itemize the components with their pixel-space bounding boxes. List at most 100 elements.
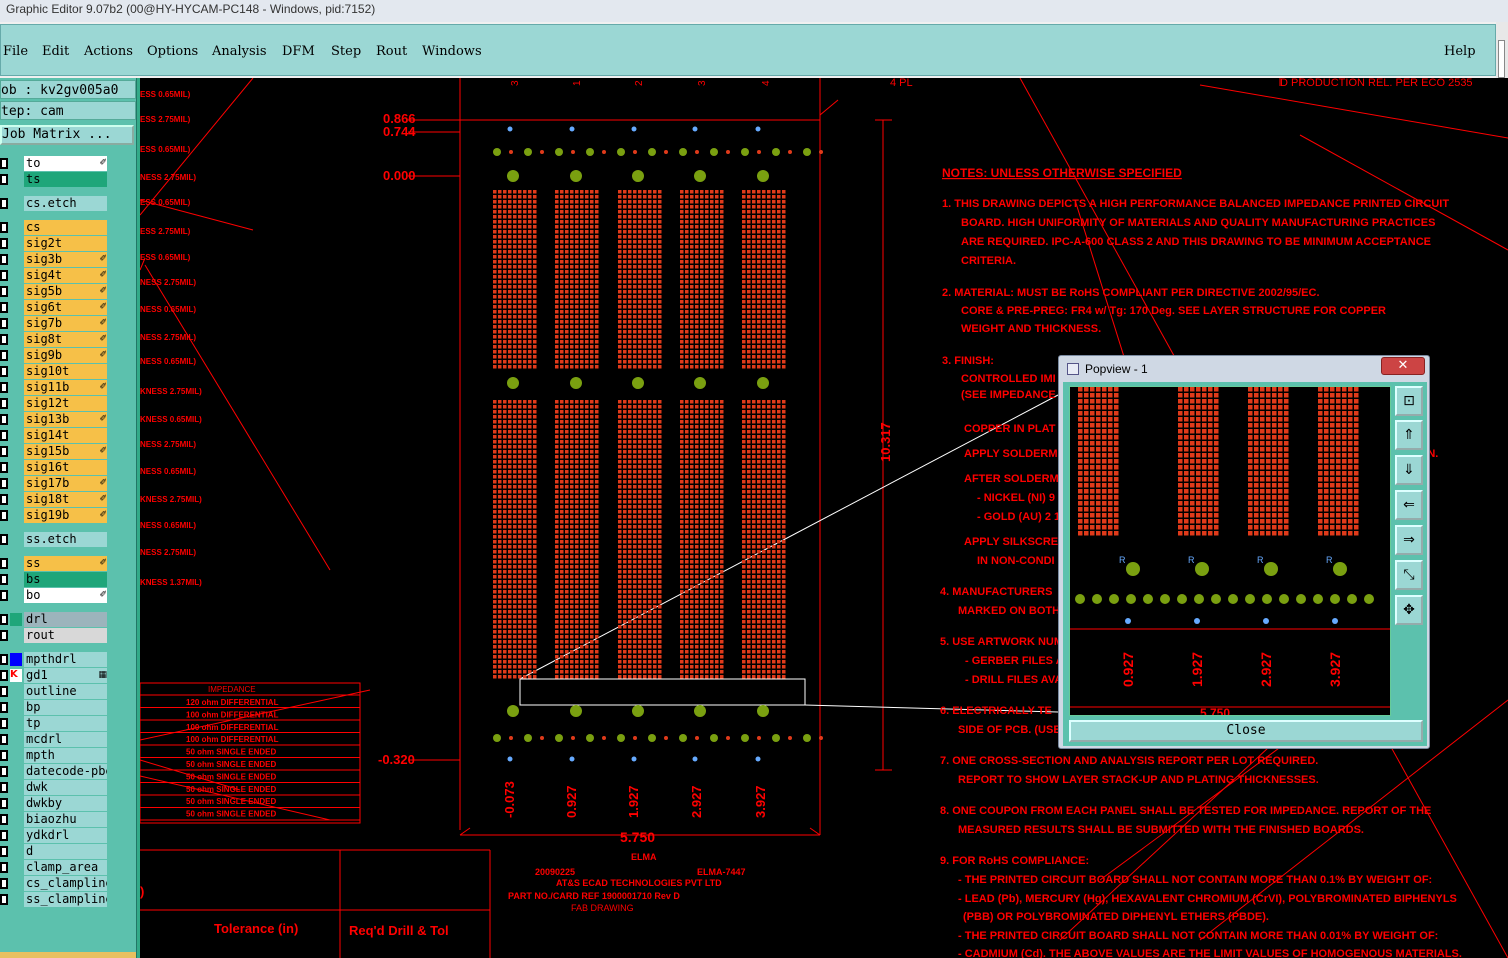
layer-checkbox[interactable] (0, 430, 8, 441)
layer-row-d[interactable]: d (0, 844, 110, 859)
layer-checkbox[interactable] (0, 254, 8, 265)
edit-pencil-icon[interactable]: ✐ (99, 254, 107, 264)
layer-row-to[interactable]: to✐ (0, 156, 110, 171)
layer-row-sig2t[interactable]: sig2t (0, 236, 110, 251)
layer-row-sig17b[interactable]: sig17b✐ (0, 476, 110, 491)
menu-file[interactable]: File (3, 44, 29, 59)
layer-name[interactable]: tp (24, 716, 107, 731)
layer-checkbox[interactable] (0, 750, 8, 761)
layer-checkbox[interactable] (0, 846, 8, 857)
layer-row-cs[interactable]: cs (0, 220, 110, 235)
layer-name[interactable]: sig17b (24, 476, 107, 491)
edit-pencil-icon[interactable]: ✐ (99, 478, 107, 488)
layer-name[interactable]: drl (24, 612, 107, 627)
layer-checkbox[interactable] (0, 798, 8, 809)
layer-name[interactable]: sig18t (24, 492, 107, 507)
menu-analysis[interactable]: Analysis (212, 44, 267, 59)
edit-pencil-icon[interactable]: ✐ (99, 382, 107, 392)
layer-name[interactable]: mcdrl (24, 732, 107, 747)
layer-name[interactable]: sig4t (24, 268, 107, 283)
menu-actions[interactable]: Actions (84, 44, 133, 59)
layer-row-dwk[interactable]: dwk (0, 780, 110, 795)
edit-pencil-icon[interactable]: ✐ (99, 494, 107, 504)
layer-row-mcdrl[interactable]: mcdrl (0, 732, 110, 747)
layer-name[interactable]: cs_clampline (24, 876, 107, 891)
layer-checkbox[interactable] (0, 158, 8, 169)
layer-name[interactable]: sig9b (24, 348, 107, 363)
layer-checkbox[interactable] (0, 382, 8, 393)
layer-name[interactable]: sig5b (24, 284, 107, 299)
layer-row-mpth[interactable]: mpth (0, 748, 110, 763)
edit-pencil-icon[interactable]: ✐ (99, 286, 107, 296)
edit-pencil-icon[interactable]: ✐ (99, 302, 107, 312)
layer-checkbox[interactable] (0, 814, 8, 825)
layer-row-rout[interactable]: rout (0, 628, 110, 643)
layer-name[interactable]: mpthdrl (24, 652, 107, 667)
window-edge-handle[interactable] (1498, 40, 1505, 78)
layer-checkbox[interactable] (0, 334, 8, 345)
layer-name[interactable]: sig19b (24, 508, 107, 523)
layer-checkbox[interactable] (0, 878, 8, 889)
layer-name[interactable]: ydkdrl (24, 828, 107, 843)
layer-name[interactable]: dwkby (24, 796, 107, 811)
layer-checkbox[interactable] (0, 630, 8, 641)
layer-row-sig19b[interactable]: sig19b✐ (0, 508, 110, 523)
menu-options[interactable]: Options (147, 44, 199, 59)
edit-pencil-icon[interactable]: ✐ (99, 446, 107, 456)
layer-checkbox[interactable] (0, 686, 8, 697)
layer-checkbox[interactable] (0, 830, 8, 841)
layer-checkbox[interactable] (0, 478, 8, 489)
layer-row-ss-etch[interactable]: ss.etch (0, 532, 110, 547)
layer-name[interactable]: ss_clampline (24, 892, 107, 907)
layer-checkbox[interactable] (0, 446, 8, 457)
layer-row-ts[interactable]: ts (0, 172, 110, 187)
layer-checkbox[interactable] (0, 534, 8, 545)
edit-pencil-icon[interactable]: ✐ (99, 590, 107, 600)
layer-row-sig13b[interactable]: sig13b✐ (0, 412, 110, 427)
layer-checkbox[interactable] (0, 574, 8, 585)
menu-step[interactable]: Step (331, 44, 362, 59)
layer-name[interactable]: sig16t (24, 460, 107, 475)
layer-row-sig4t[interactable]: sig4t✐ (0, 268, 110, 283)
layer-row-ss[interactable]: ss✐ (0, 556, 110, 571)
layer-checkbox[interactable] (0, 238, 8, 249)
layer-row-sig3b[interactable]: sig3b✐ (0, 252, 110, 267)
layer-checkbox[interactable] (0, 702, 8, 713)
layer-checkbox[interactable] (0, 734, 8, 745)
job-matrix-button[interactable]: Job Matrix ... (0, 125, 134, 145)
layer-row-sig9b[interactable]: sig9b✐ (0, 348, 110, 363)
layer-row-sig6t[interactable]: sig6t✐ (0, 300, 110, 315)
layer-name[interactable]: to (24, 156, 107, 171)
edit-pencil-icon[interactable]: ✐ (99, 334, 107, 344)
layer-name[interactable]: gd1 (24, 668, 107, 683)
layer-row-drl[interactable]: drl (0, 612, 110, 627)
menu-dfm[interactable]: DFM (282, 44, 315, 59)
edit-pencil-icon[interactable]: ✐ (99, 158, 107, 168)
layer-row-tp[interactable]: tp (0, 716, 110, 731)
grid-icon[interactable]: ▦ (98, 670, 107, 680)
layer-row-bo[interactable]: bo✐ (0, 588, 110, 603)
layer-name[interactable]: d (24, 844, 107, 859)
layer-checkbox[interactable] (0, 270, 8, 281)
layer-checkbox[interactable] (0, 366, 8, 377)
menu-edit[interactable]: Edit (42, 44, 70, 59)
popview-close-x-button[interactable]: ✕ (1381, 357, 1425, 375)
layer-row-sig16t[interactable]: sig16t (0, 460, 110, 475)
layer-row-sig8t[interactable]: sig8t✐ (0, 332, 110, 347)
layer-checkbox[interactable] (0, 198, 8, 209)
layer-checkbox[interactable] (0, 894, 8, 905)
layer-row-sig10t[interactable]: sig10t (0, 364, 110, 379)
layer-checkbox[interactable] (0, 462, 8, 473)
menu-rout[interactable]: Rout (376, 44, 408, 59)
layer-row-sig14t[interactable]: sig14t (0, 428, 110, 443)
layer-checkbox[interactable] (0, 222, 8, 233)
edit-pencil-icon[interactable]: ✐ (99, 510, 107, 520)
edit-pencil-icon[interactable]: ✐ (99, 318, 107, 328)
layer-row-sig11b[interactable]: sig11b✐ (0, 380, 110, 395)
layer-row-ydkdrl[interactable]: ydkdrl (0, 828, 110, 843)
edit-pencil-icon[interactable]: ✐ (99, 350, 107, 360)
layer-row-biaozhu[interactable]: biaozhu (0, 812, 110, 827)
layer-name[interactable]: sig10t (24, 364, 107, 379)
layer-row-sig18t[interactable]: sig18t✐ (0, 492, 110, 507)
